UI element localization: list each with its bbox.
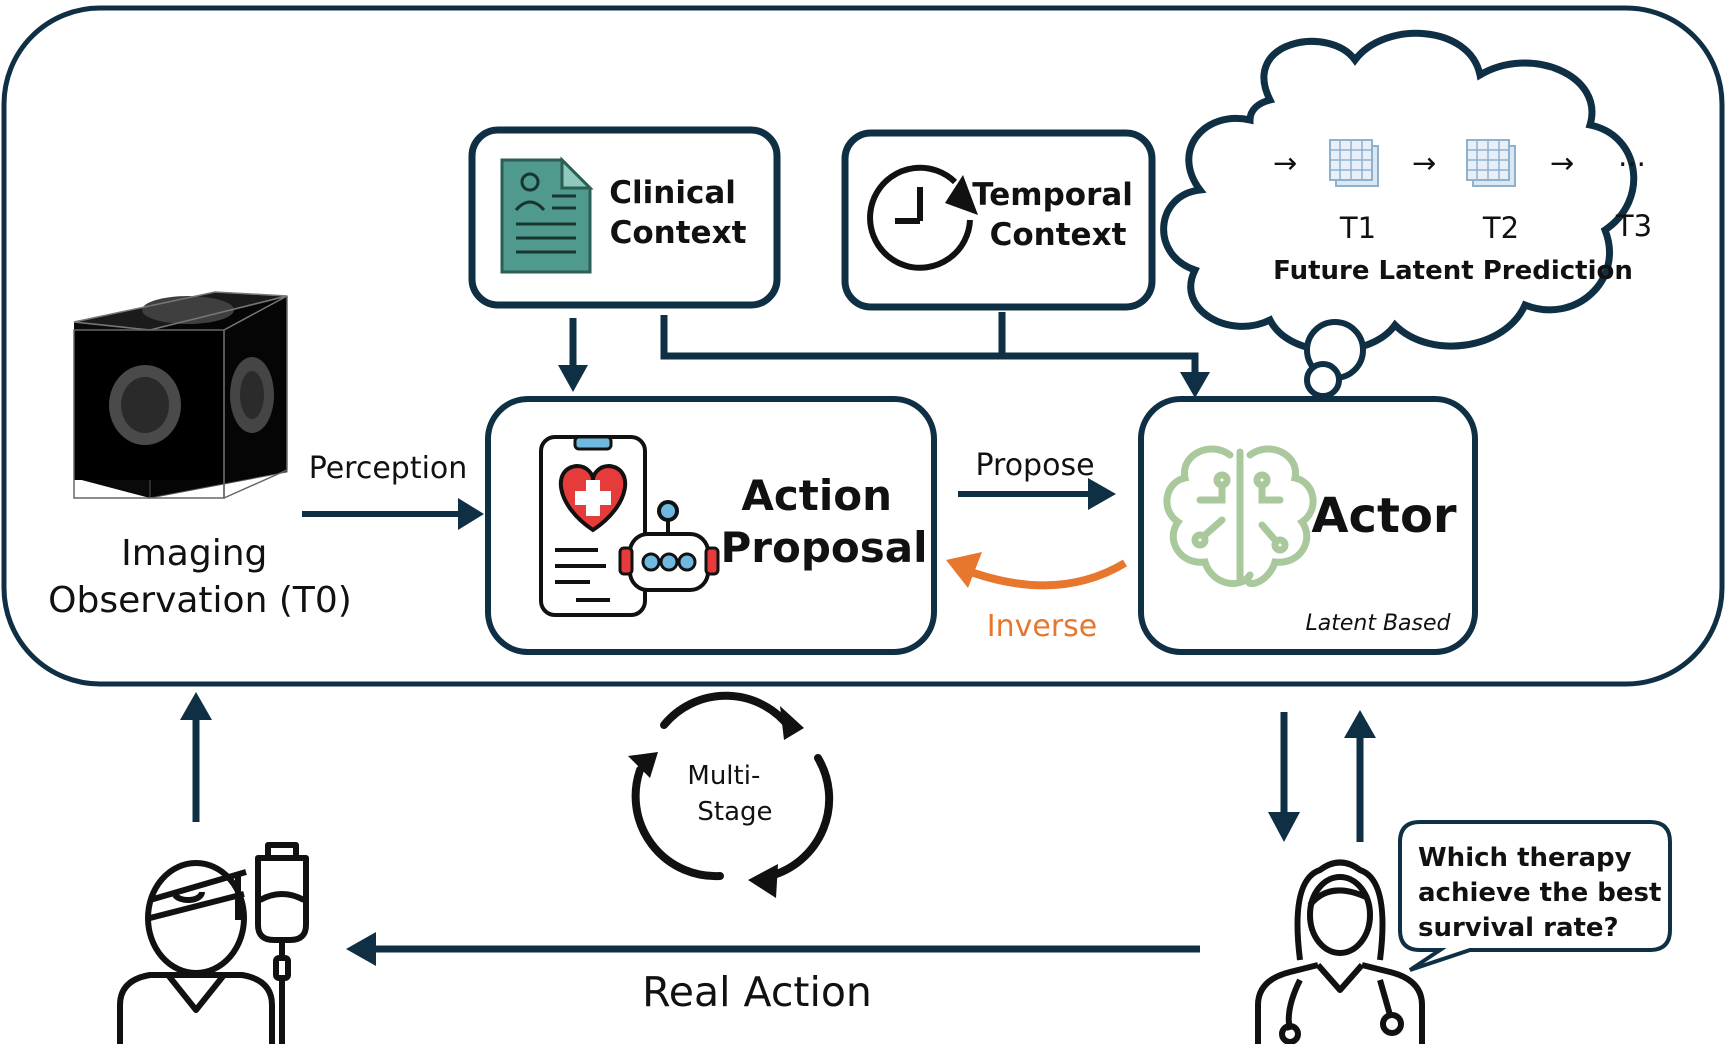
cloud-caption: Future Latent Prediction <box>1273 256 1633 286</box>
step-t3: T3 <box>1615 209 1652 243</box>
phone-health-robot-icon <box>539 435 720 617</box>
imaging-observation-line2: Observation (T0) <box>48 580 352 621</box>
actor-tag: Latent Based <box>1306 611 1452 636</box>
temporal-context-label: Temporal Context <box>972 177 1143 253</box>
brain-cube-icon <box>73 291 288 499</box>
temporal-context-box <box>841 129 1156 311</box>
imaging-observation-label: Imaging Observation (T0) <box>48 533 352 621</box>
latent-grid-icon <box>1329 139 1379 187</box>
inverse-arrow <box>958 559 1128 590</box>
real-action-label: Real Action <box>642 968 872 1016</box>
step-t2: T2 <box>1482 211 1519 245</box>
cloud-ellipsis: ... <box>1618 139 1646 173</box>
cloud-arrow-1: → <box>1273 146 1297 180</box>
patient-icon <box>117 860 275 1044</box>
clinical-context-label: Clinical Context <box>609 175 746 251</box>
perception-label: Perception <box>309 451 468 486</box>
propose-label: Propose <box>975 448 1094 483</box>
clock-icon <box>867 164 978 271</box>
world-model-frame <box>1 5 1725 687</box>
inverse-label: Inverse <box>987 609 1098 644</box>
latent-grid-icon <box>1466 139 1516 187</box>
action-proposal-label: Action Proposal <box>720 471 927 572</box>
doctor-icon <box>1255 859 1425 1044</box>
imaging-observation-line1: Imaging <box>121 533 267 574</box>
cloud-arrow-3: → <box>1550 146 1574 180</box>
iv-drip-icon <box>255 842 309 1044</box>
cycle-arrows-icon <box>631 691 834 881</box>
thought-cloud <box>1160 29 1638 399</box>
speech-bubble <box>1398 820 1672 972</box>
brain-circuit-icon <box>1163 445 1317 587</box>
clinical-document-icon <box>500 156 594 274</box>
step-t1: T1 <box>1339 211 1376 245</box>
cloud-arrow-2: → <box>1412 146 1436 180</box>
context-connectors <box>569 312 1199 378</box>
actor-label: Actor <box>1311 488 1457 544</box>
multi-stage-label: Multi- Stage <box>687 761 772 827</box>
speech-question: Which therapy achieve the best survival … <box>1418 843 1670 943</box>
